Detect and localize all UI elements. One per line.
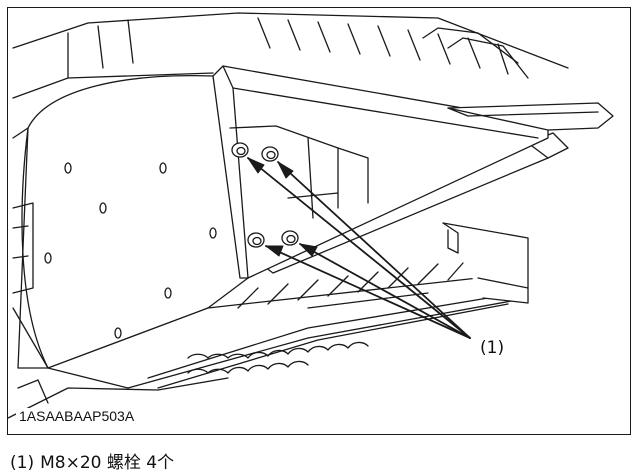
leader-line-2 — [277, 161, 471, 339]
bolt-bottom-right — [281, 230, 299, 246]
leader-line-3 — [265, 245, 471, 339]
top-extension — [447, 102, 614, 131]
arrow-head-2 — [277, 161, 294, 179]
figure-code: 1ASAABAAP503A — [16, 408, 138, 424]
arrow-heads — [247, 157, 318, 257]
caption-ref: (1) — [10, 453, 35, 473]
arrow-head-3 — [265, 245, 284, 257]
arrow-head-4 — [299, 243, 318, 257]
cutter-bar — [8, 262, 529, 419]
leader-line-1 — [247, 157, 471, 339]
caption: (1)M8×20 螺栓 4个 — [10, 448, 180, 473]
callout-leaders — [247, 157, 471, 339]
bolt-bottom-left — [247, 232, 265, 248]
right-bracket — [442, 222, 529, 304]
machine-illustration — [8, 12, 614, 419]
leader-line-4 — [299, 243, 471, 339]
bolt-top-right — [261, 146, 279, 162]
arrow-head-1 — [247, 157, 265, 174]
callout-label: (1) — [478, 338, 507, 358]
header-body — [12, 74, 249, 369]
caption-text: M8×20 螺栓 4个 — [40, 453, 175, 473]
bolt-top-left — [231, 142, 249, 158]
background-machine-lines — [12, 12, 569, 99]
bolt-group — [231, 142, 299, 248]
figure-frame: (1) 1ASAABAAP503A — [7, 7, 631, 435]
side-plate — [212, 65, 549, 279]
